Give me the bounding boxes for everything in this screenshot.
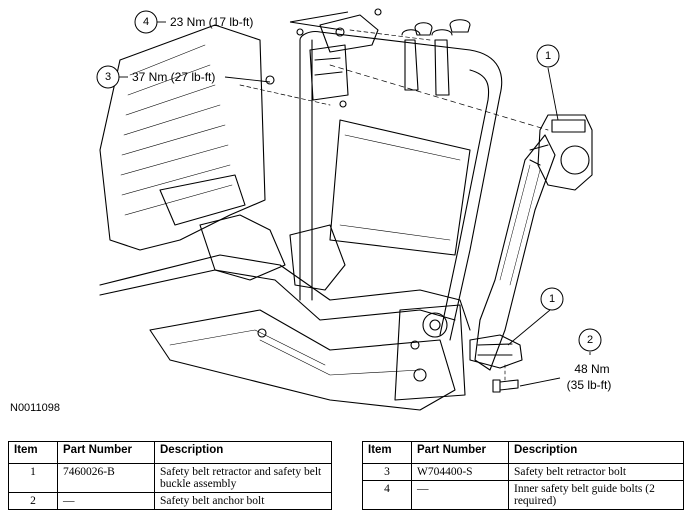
table-header-row: Item Part Number Description [362, 441, 684, 464]
header-description: Description [508, 441, 684, 464]
parts-table-right: Item Part Number Description 3 W704400-S… [362, 441, 684, 510]
headrest-guide-left [404, 39, 419, 91]
callout-1-bottom: 1 [540, 287, 564, 311]
svg-text:3: 3 [105, 71, 111, 83]
callout-3: 3 37 Nm (27 lb-ft) [96, 65, 215, 89]
cell-description: Inner safety belt guide bolts (2 require… [508, 480, 684, 510]
svg-text:2: 2 [587, 334, 593, 346]
table-row: 4 — Inner safety belt guide bolts (2 req… [362, 480, 684, 510]
figure-id: N0011098 [10, 402, 60, 414]
callout-2: 2 48 Nm (35 lb-ft) [567, 328, 612, 392]
cell-description: Safety belt anchor bolt [154, 492, 332, 510]
parts-table-left: Item Part Number Description 1 7460026-B… [8, 441, 332, 510]
cell-description: Safety belt retractor bolt [508, 463, 684, 481]
header-item: Item [362, 441, 412, 464]
svg-text:48 Nm: 48 Nm [574, 362, 609, 376]
table-row: 1 7460026-B Safety belt retractor and sa… [8, 463, 332, 493]
header-part-number: Part Number [57, 441, 155, 464]
seat-belt-webbing [474, 134, 556, 371]
header-description: Description [154, 441, 332, 464]
cell-part-number: W704400-S [411, 463, 509, 481]
table-header-row: Item Part Number Description [8, 441, 332, 464]
svg-text:1: 1 [545, 50, 551, 62]
table-row: 3 W704400-S Safety belt retractor bolt [362, 463, 684, 481]
cell-part-number: 7460026-B [57, 463, 155, 493]
header-item: Item [8, 441, 58, 464]
callout-1-top: 1 [536, 44, 560, 68]
headrest-guide-right [434, 39, 450, 96]
svg-text:(35 lb-ft): (35 lb-ft) [567, 378, 612, 392]
cell-description: Safety belt retractor and safety belt bu… [154, 463, 332, 493]
callout-4: 4 23 Nm (17 lb-ft) [134, 10, 253, 34]
retractor-assembly [537, 114, 593, 191]
cell-part-number: — [411, 480, 509, 510]
belt-anchor [469, 334, 523, 369]
table-row: 2 — Safety belt anchor bolt [8, 492, 332, 510]
svg-text:23 Nm (17 lb-ft): 23 Nm (17 lb-ft) [170, 15, 253, 29]
svg-text:1: 1 [549, 293, 555, 305]
cell-item: 2 [8, 492, 58, 510]
cell-item: 1 [8, 463, 58, 493]
svg-text:37 Nm (27 lb-ft): 37 Nm (27 lb-ft) [132, 70, 215, 84]
seat-back-cushion [99, 24, 266, 251]
cell-part-number: — [57, 492, 155, 510]
seat-frame-tube [299, 31, 503, 341]
anchor-bolt [492, 379, 519, 393]
cell-item: 4 [362, 480, 412, 510]
svg-text:4: 4 [143, 16, 149, 28]
cell-item: 3 [362, 463, 412, 481]
header-part-number: Part Number [411, 441, 509, 464]
seat-belt-diagram: 1 1 2 48 Nm (35 lb-ft) 3 37 Nm (27 lb-ft… [96, 8, 612, 411]
